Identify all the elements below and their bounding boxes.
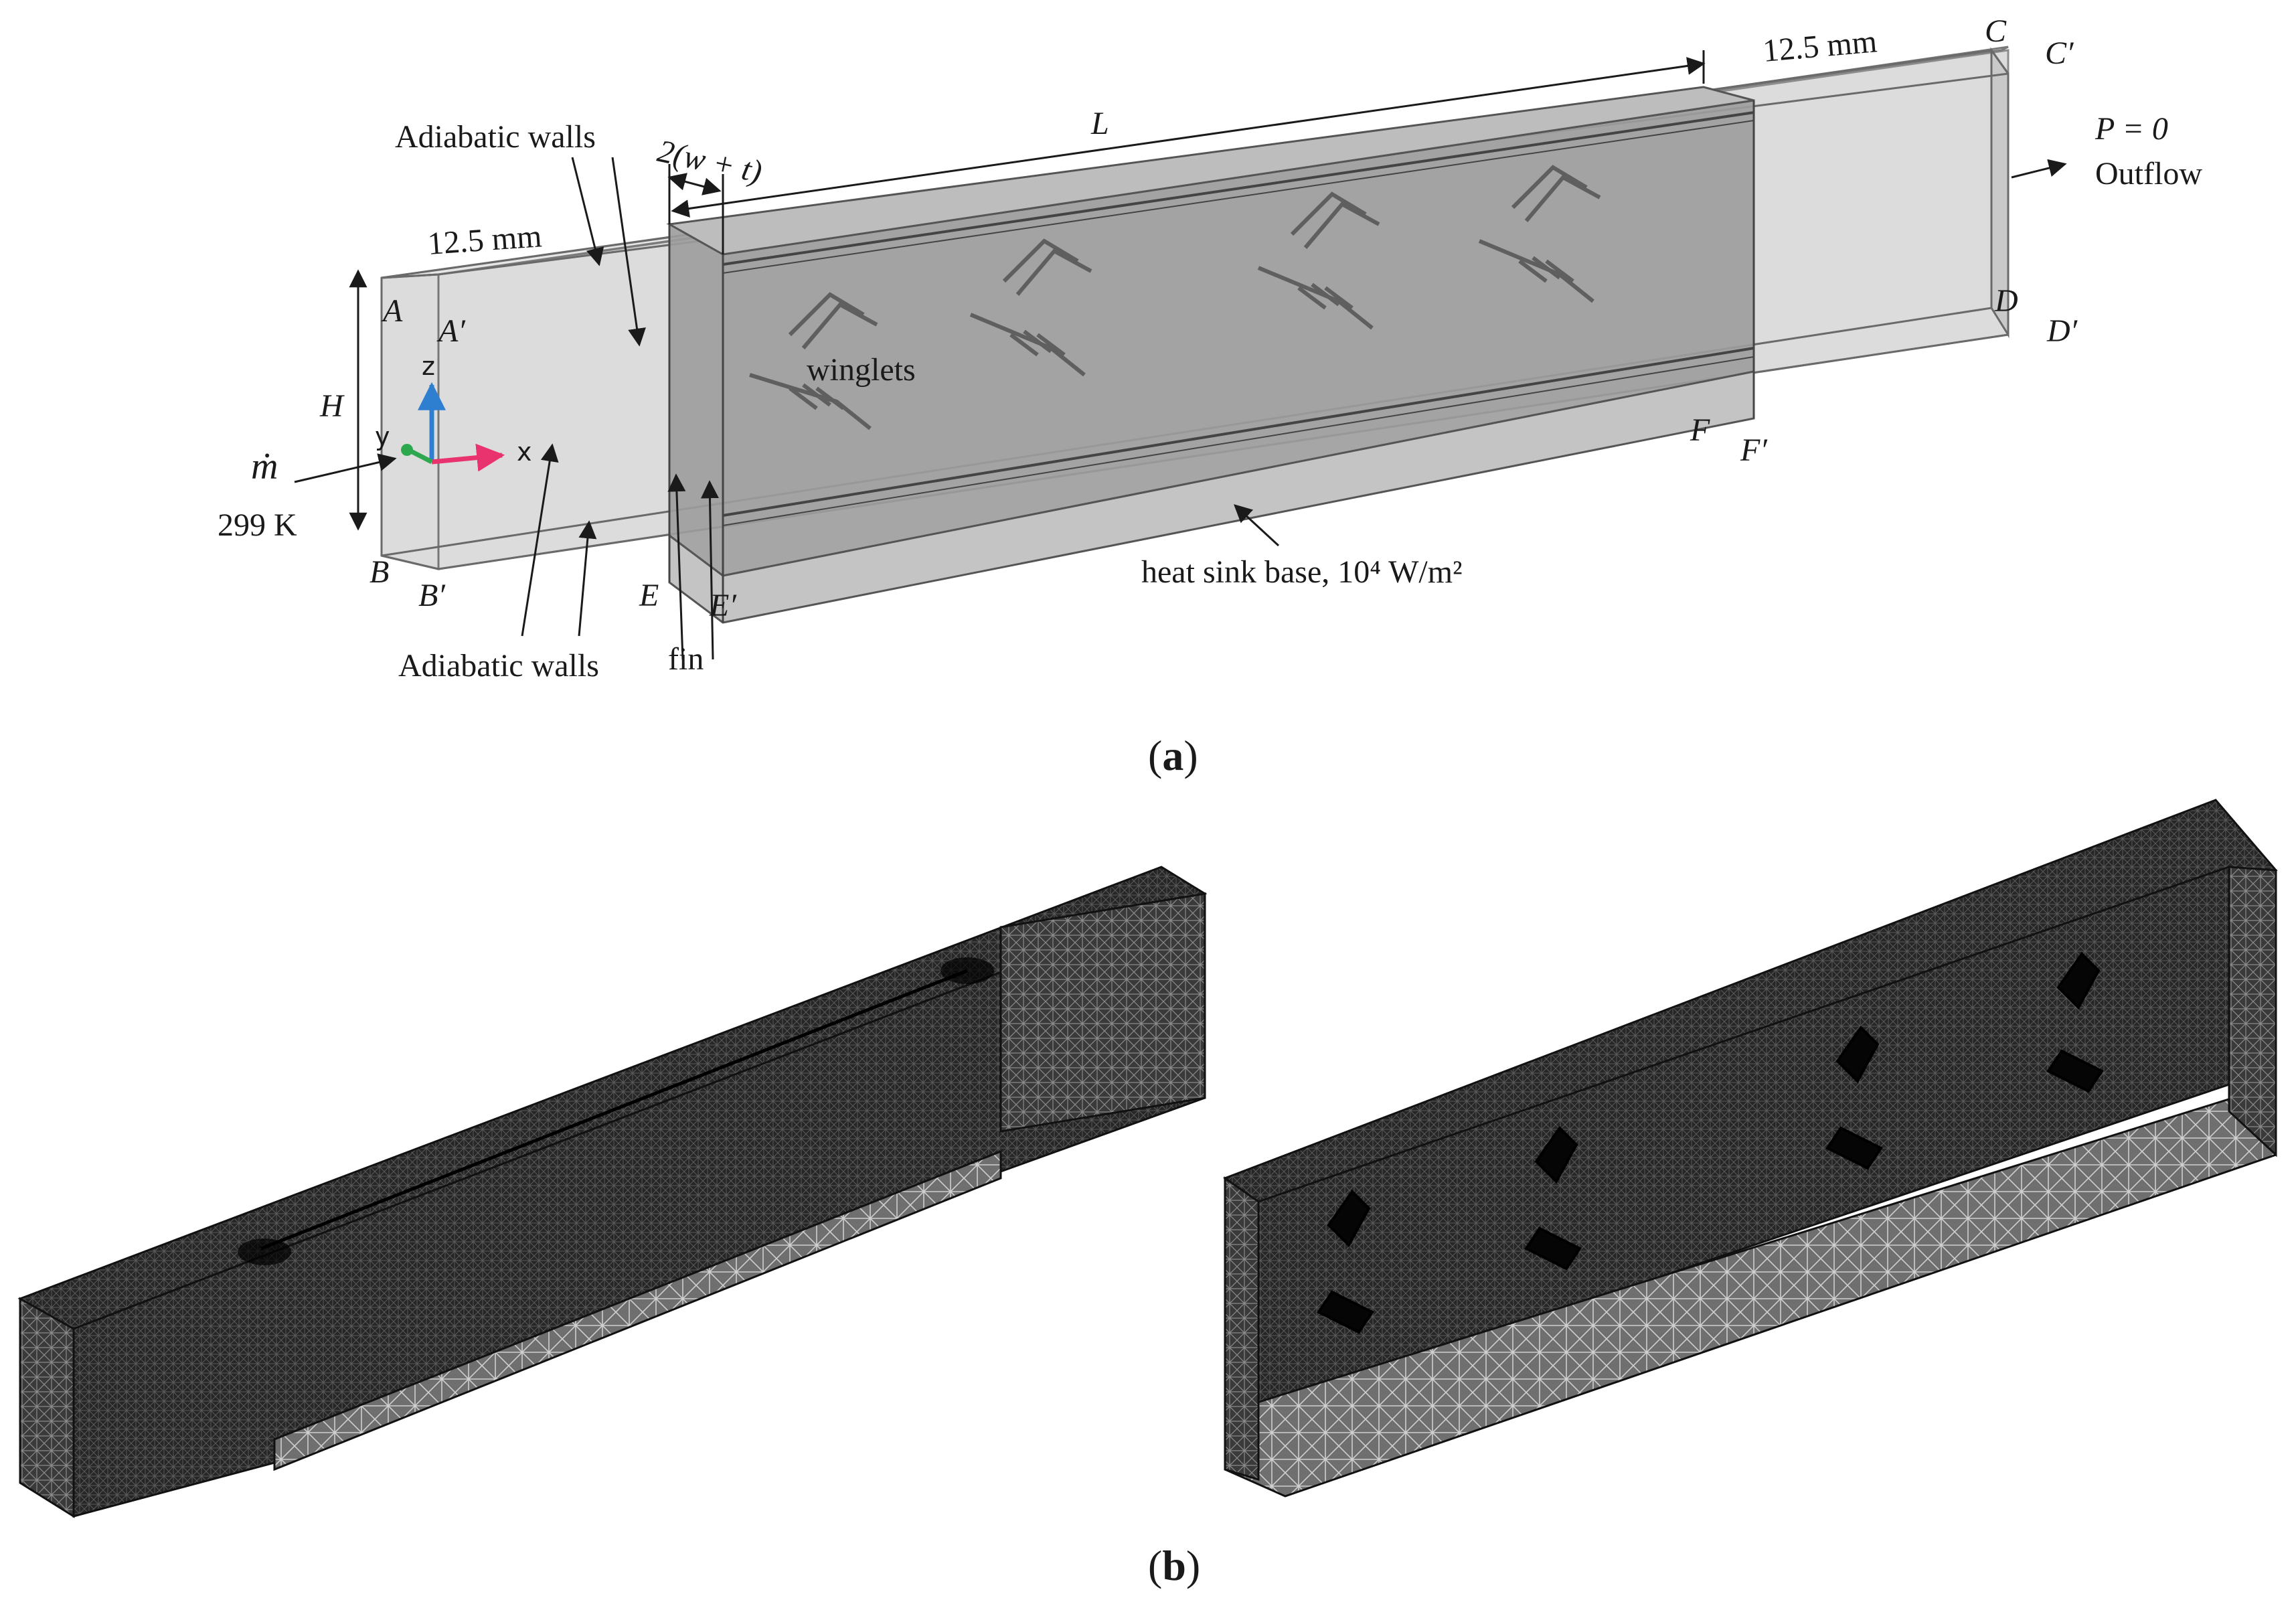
point-F: F [1690, 412, 1710, 448]
label-dim-H: H [319, 388, 345, 424]
caption-b-open: ( [1148, 1542, 1162, 1589]
label-mass-flow: ṁ [251, 446, 278, 487]
leader-arrows [294, 157, 2067, 660]
caption-a-letter: a [1162, 732, 1183, 779]
dim-L-line [671, 57, 1706, 218]
point-A-prime: A′ [436, 313, 466, 349]
winglet-1 [749, 292, 878, 430]
leader-adiabatic-top-2 [611, 157, 646, 347]
point-B: B [370, 554, 389, 590]
dim-2wt-line [667, 173, 722, 195]
label-outflow: Outflow [2095, 156, 2202, 191]
axis-y-label: y [375, 422, 390, 451]
mesh-hs-side-face [1224, 1176, 1260, 1481]
channel-inlet-edge-top [381, 273, 439, 279]
panel-a: z x y Adiabatic walls Adiabatic [218, 13, 2202, 779]
axis-x-label: x [517, 437, 532, 467]
label-outflow-pressure: P = 0 [2095, 111, 2168, 147]
caption-a: (a) [1148, 732, 1198, 779]
point-E: E [639, 578, 659, 613]
mesh-hs-right-end [2228, 866, 2277, 1157]
point-D: D [1994, 283, 2018, 319]
leader-adiabatic-top-1 [571, 157, 604, 266]
leader-inlet [294, 453, 397, 483]
point-B-prime: B′ [418, 578, 446, 613]
label-winglets: winglets [807, 352, 916, 388]
point-F-prime: F′ [1740, 432, 1768, 468]
axis-x-arrow [431, 443, 505, 472]
leader-fin-2 [700, 480, 719, 660]
point-D-prime: D′ [2046, 313, 2078, 349]
point-E-prime: E′ [709, 588, 737, 623]
leader-adiabatic-bottom-1 [521, 443, 559, 637]
mesh-domain-outlet-face [999, 892, 1206, 1133]
mesh-winglet-2 [1524, 1125, 1582, 1271]
label-dim-2wt: 2(w + t) [655, 133, 765, 190]
mesh-heat-sink-base [273, 1149, 1002, 1471]
axes-triad: z x y [375, 351, 532, 472]
label-adiabatic-walls-top: Adiabatic walls [395, 119, 596, 155]
panel-b: (b) [17, 799, 2278, 1589]
point-A: A [381, 293, 403, 329]
caption-a-close: ) [1183, 732, 1198, 779]
leader-heat-sink-base [1234, 504, 1280, 547]
fin-bottom-line-1 [722, 347, 1754, 517]
mesh-refinement-outlet [940, 957, 994, 984]
channel-inlet-edge-bottom [381, 554, 439, 570]
label-12-5-mm-right: 12.5 mm [1761, 23, 1878, 69]
leader-fin-1 [667, 473, 686, 660]
point-C-prime: C′ [2045, 35, 2074, 71]
mesh-heat-sink-detail [1222, 799, 2278, 1498]
point-C: C [1985, 13, 2007, 49]
mesh-winglet-1 [1317, 1189, 1374, 1334]
mesh-domain-inlet-face [19, 1297, 75, 1518]
label-dim-L: L [1090, 106, 1109, 141]
point-labels: A A′ B B′ C C′ D D′ E E′ F F′ [370, 13, 2078, 623]
dimension-lines [349, 50, 1706, 531]
axis-y-dot [401, 444, 413, 456]
label-inlet-temp: 299 K [218, 507, 297, 543]
label-adiabatic-walls-bottom: Adiabatic walls [398, 648, 599, 684]
caption-b: (b) [1148, 1542, 1200, 1589]
leader-outflow [2011, 159, 2067, 179]
mesh-winglet-4 [2046, 951, 2104, 1093]
caption-a-open: ( [1148, 732, 1162, 779]
mesh-domain-full [17, 866, 1208, 1518]
leader-adiabatic-bottom-2 [578, 520, 597, 637]
fin-bottom-line-2 [722, 356, 1754, 526]
mesh-winglet-3 [1825, 1025, 1883, 1170]
mesh-refinement-inlet [238, 1238, 291, 1265]
caption-b-close: ) [1186, 1542, 1200, 1589]
winglet-2 [969, 238, 1092, 377]
mesh-winglets [1317, 951, 2104, 1334]
caption-b-letter: b [1162, 1542, 1186, 1589]
axis-z-label: z [422, 351, 435, 381]
label-heat-sink-base: heat sink base, 10⁴ W/m² [1141, 554, 1462, 590]
channel-outlet-edge [1990, 50, 2010, 74]
label-12-5-mm-left: 12.5 mm [426, 218, 543, 262]
mesh-fin-line [260, 969, 968, 1251]
label-fin: fin [668, 641, 704, 677]
